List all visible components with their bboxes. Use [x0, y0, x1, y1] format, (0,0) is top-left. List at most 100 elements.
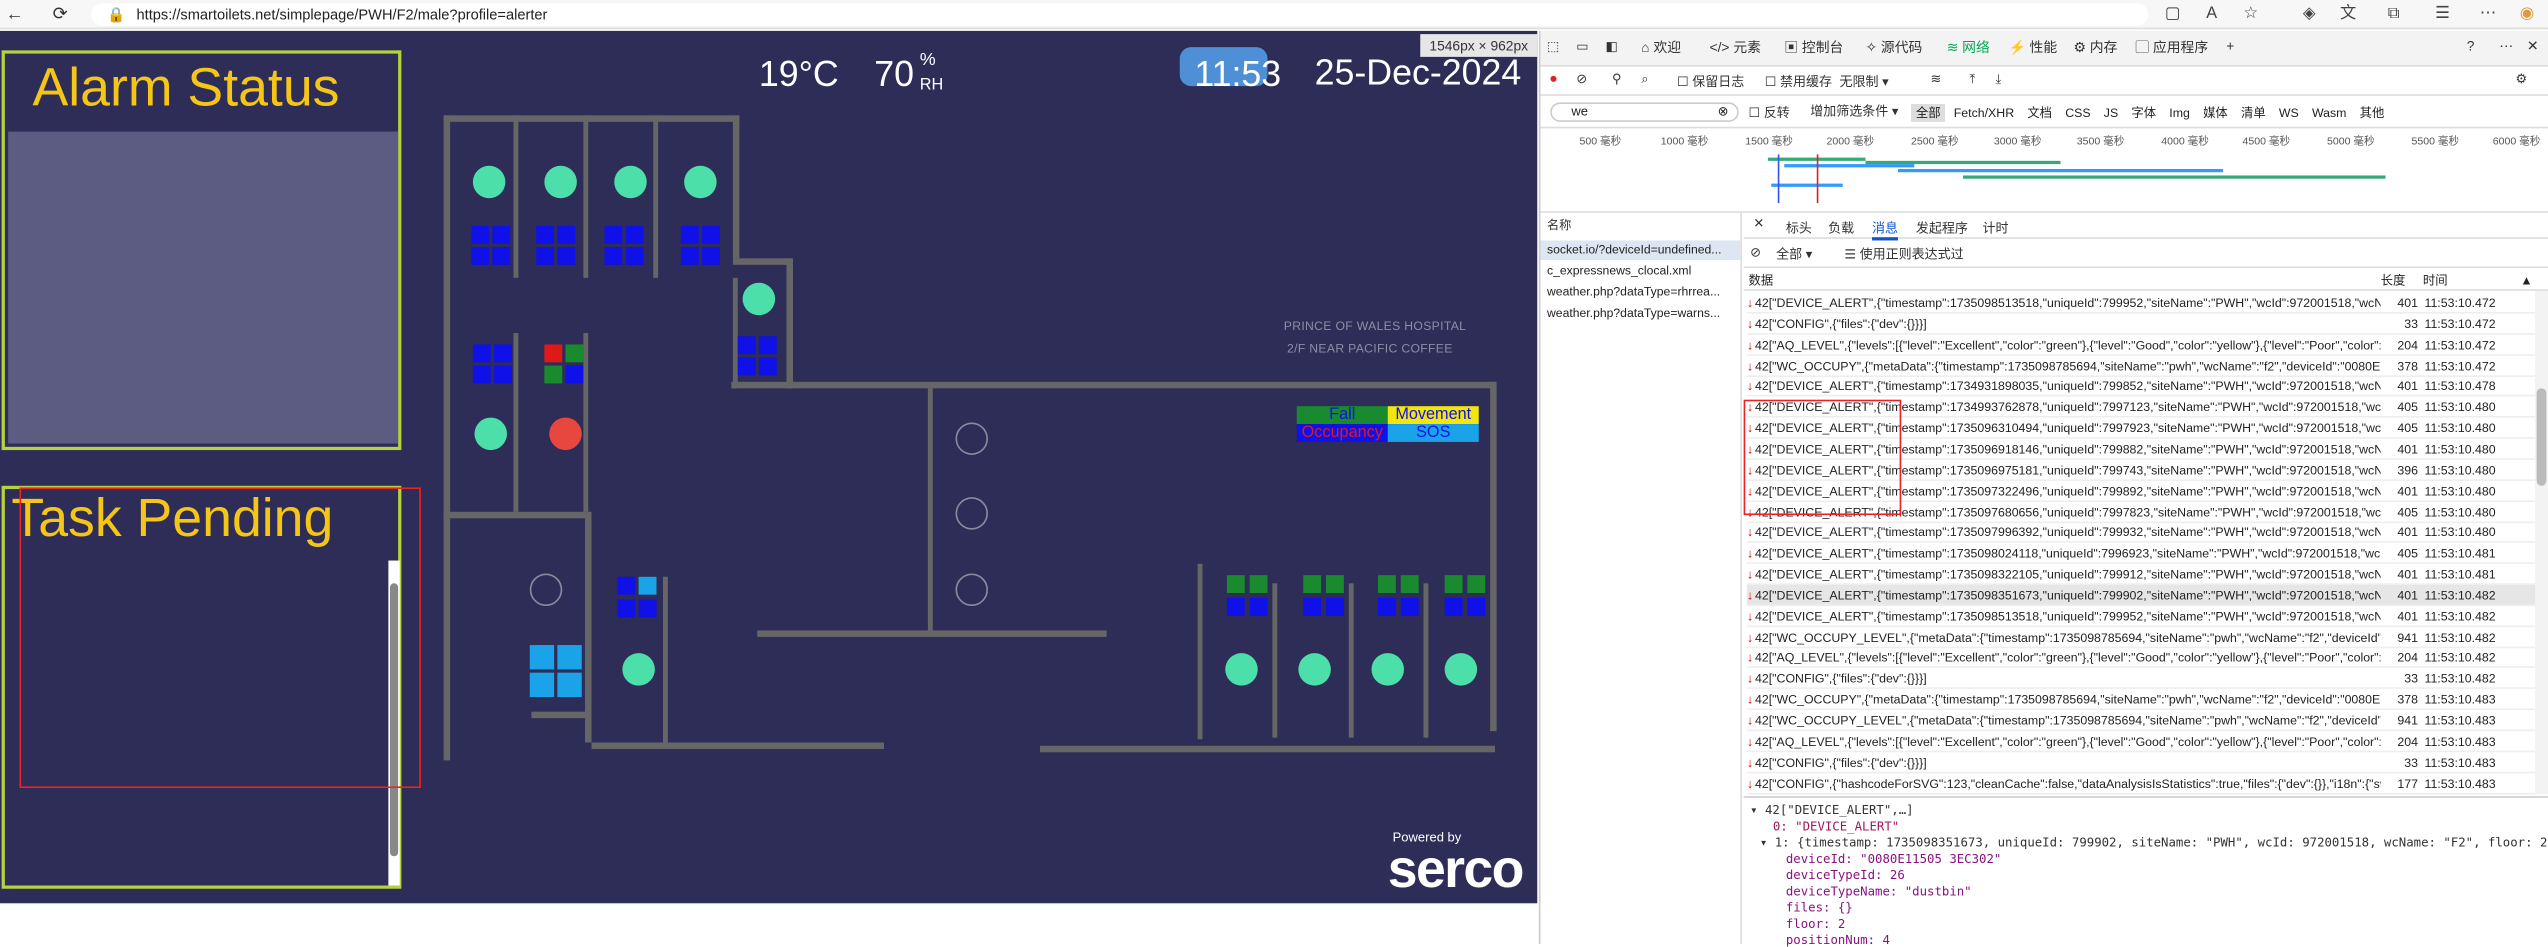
request-item[interactable]: weather.php?dataType=rhrrea... [1547, 284, 1720, 299]
favorite-icon[interactable]: ☆ [2239, 3, 2262, 26]
column-data[interactable]: 数据 [1749, 270, 1774, 291]
message-scrollbar[interactable] [2535, 291, 2548, 795]
favorites-bar-icon[interactable]: ☰ [2431, 3, 2454, 26]
tab-headers[interactable]: 标头 [1786, 219, 1812, 237]
block-icon[interactable]: ⊘ [1750, 245, 1761, 260]
tab-elements[interactable]: </> 元素 [1710, 37, 1761, 56]
message-row[interactable]: ↓42["DEVICE_ALERT",{"timestamp":17350983… [1747, 585, 2548, 606]
message-row[interactable]: ↓42["WC_OCCUPY_LEVEL",{"metaData":{"time… [1747, 627, 2548, 648]
urinal[interactable] [956, 422, 989, 454]
more-icon[interactable]: ⋯ [2477, 3, 2500, 26]
toilet-seat[interactable] [544, 166, 577, 198]
translate-icon[interactable]: 文 [2337, 3, 2360, 26]
filter-icon[interactable]: ⚲ [1612, 71, 1622, 86]
message-row[interactable]: ↓42["AQ_LEVEL",{"levels":[{"level":"Exce… [1747, 334, 2548, 355]
tab-payload[interactable]: 负载 [1828, 219, 1854, 237]
message-row[interactable]: ↓42["DEVICE_ALERT",{"timestamp":17350985… [1747, 606, 2548, 627]
puzzle-icon[interactable]: ⧉ [2382, 3, 2405, 26]
tab-messages[interactable]: 消息 [1872, 219, 1898, 240]
back-icon[interactable]: ← [3, 3, 26, 26]
toilet-seat[interactable] [475, 418, 508, 450]
invert-checkbox[interactable]: ☐ 反转 [1749, 104, 1790, 122]
tab-memory[interactable]: ⚙ 内存 [2074, 37, 2118, 56]
app-icon[interactable]: ▢ [2161, 3, 2184, 26]
tab-welcome[interactable]: ⌂ 欢迎 [1641, 37, 1681, 56]
tab-console[interactable]: ▣ 控制台 [1784, 37, 1843, 56]
urinal[interactable] [956, 574, 989, 606]
throttle-select[interactable]: 无限制 ▾ [1840, 73, 1889, 91]
settings-icon[interactable]: ⚙ [2516, 71, 2528, 86]
devtools-close-icon[interactable]: ✕ [2527, 37, 2539, 55]
sort-icon[interactable]: ▲ [2520, 270, 2532, 291]
disable-cache-checkbox[interactable]: ☐ 禁用缓存 [1765, 73, 1832, 91]
add-tab-icon[interactable]: + [2226, 37, 2234, 53]
help-icon[interactable]: ? [2467, 37, 2475, 53]
column-time[interactable]: 时间 [2423, 270, 2448, 291]
column-length[interactable]: 长度 [2381, 270, 2406, 291]
wifi-icon[interactable]: ≋ [1931, 71, 1942, 86]
clear-icon[interactable]: ⊘ [1576, 71, 1587, 86]
toilet-seat[interactable] [622, 653, 655, 685]
toilet-seat[interactable] [1298, 653, 1331, 685]
detail-close-icon[interactable]: ✕ [1753, 216, 1764, 231]
extension-icon[interactable]: ◈ [2298, 3, 2321, 26]
reload-icon[interactable]: ⟳ [49, 3, 72, 26]
devtools-more-icon[interactable]: ⋯ [2499, 37, 2513, 55]
message-type-select[interactable]: 全部 ▾ [1776, 245, 1812, 263]
address-bar[interactable]: 🔒 https://smartoilets.net/simplepage/PWH… [91, 3, 2148, 26]
request-item[interactable]: weather.php?dataType=warns... [1547, 305, 1720, 320]
filter-input[interactable]: we ⊗ [1550, 102, 1739, 121]
tab-network[interactable]: ≋ 网络 [1947, 37, 1990, 56]
copilot-icon[interactable]: ◉ [2516, 3, 2539, 26]
timeline-overview[interactable]: 500 毫秒 1000 毫秒 1500 毫秒 2000 毫秒 2500 毫秒 3… [1541, 128, 2548, 212]
urinal[interactable] [530, 574, 563, 606]
toilet-seat[interactable] [1372, 653, 1405, 685]
read-aloud-icon[interactable]: A [2200, 3, 2223, 26]
download-icon[interactable]: ⤓ [1996, 71, 2002, 87]
message-row[interactable]: ↓42["DEVICE_ALERT",{"timestamp":17350980… [1747, 543, 2548, 564]
message-row[interactable]: ↓42["WC_OCCUPY_LEVEL",{"metaData":{"time… [1747, 710, 2548, 731]
message-row[interactable]: ↓42["DEVICE_ALERT",{"timestamp":17350985… [1747, 292, 2548, 313]
tab-application[interactable]: ▢ 应用程序 [2135, 37, 2208, 56]
toilet-seat[interactable] [473, 166, 506, 198]
wall [653, 115, 658, 277]
inspect-icon[interactable]: ⬚ [1547, 39, 1559, 54]
more-filters-select[interactable]: 增加筛选条件 ▾ [1810, 102, 1898, 120]
tab-timing[interactable]: 计时 [1983, 219, 2009, 237]
toilet-seat[interactable] [614, 166, 647, 198]
upload-icon[interactable]: ⤒ [1970, 71, 1976, 87]
dock-icon[interactable]: ◧ [1606, 39, 1618, 54]
toilet-seat[interactable] [684, 166, 717, 198]
tab-sources[interactable]: ✧ 源代码 [1866, 37, 1923, 56]
type-filters[interactable]: 全部 Fetch/XHR 文档 CSS JS 字体 Img 媒体 清单 WS W… [1911, 104, 2389, 122]
toilet-seat[interactable] [1225, 653, 1258, 685]
toilet-seat[interactable] [743, 283, 776, 315]
regex-filter[interactable]: ☰ 使用正则表达式过 [1844, 245, 1963, 263]
message-row[interactable]: ↓42["DEVICE_ALERT",{"timestamp":17349318… [1747, 376, 2548, 397]
message-row[interactable]: ↓42["AQ_LEVEL",{"levels":[{"level":"Exce… [1747, 647, 2548, 668]
tab-initiator[interactable]: 发起程序 [1916, 219, 1968, 237]
message-row[interactable]: ↓42["AQ_LEVEL",{"levels":[{"level":"Exce… [1747, 731, 2548, 752]
search-icon[interactable]: ⌕ [1641, 71, 1648, 87]
tab-performance[interactable]: ⚡ 性能 [2009, 37, 2058, 56]
urinal[interactable] [956, 497, 989, 529]
request-item[interactable]: socket.io/?deviceId=undefined... [1547, 242, 1721, 257]
message-scrollbar-thumb[interactable] [2537, 388, 2547, 485]
toilet-seat-alert[interactable] [549, 418, 582, 450]
record-icon[interactable]: ⏺ [1550, 71, 1557, 87]
message-row[interactable]: ↓42["DEVICE_ALERT",{"timestamp":17350979… [1747, 522, 2548, 543]
message-row[interactable]: ↓42["DEVICE_ALERT",{"timestamp":17350983… [1747, 564, 2548, 585]
filter-clear-icon[interactable]: ⊗ [1718, 104, 1729, 120]
message-row[interactable]: ↓42["WC_OCCUPY",{"metaData":{"timestamp"… [1747, 355, 2548, 376]
preserve-log-checkbox[interactable]: ☐ 保留日志 [1677, 73, 1744, 91]
inspector-root[interactable]: ▾ 42["DEVICE_ALERT",…] [1750, 803, 1913, 818]
message-row[interactable]: ↓42["CONFIG",{"hashcodeForSVG":123,"clea… [1747, 773, 2548, 794]
toilet-seat[interactable] [1445, 653, 1478, 685]
inspector-object[interactable]: ▾ 1: {timestamp: 1735098351673, uniqueId… [1760, 835, 2548, 850]
message-row[interactable]: ↓42["WC_OCCUPY",{"metaData":{"timestamp"… [1747, 689, 2548, 710]
device-icon[interactable]: ▭ [1576, 39, 1588, 54]
request-item[interactable]: c_expressnews_clocal.xml [1547, 263, 1691, 278]
